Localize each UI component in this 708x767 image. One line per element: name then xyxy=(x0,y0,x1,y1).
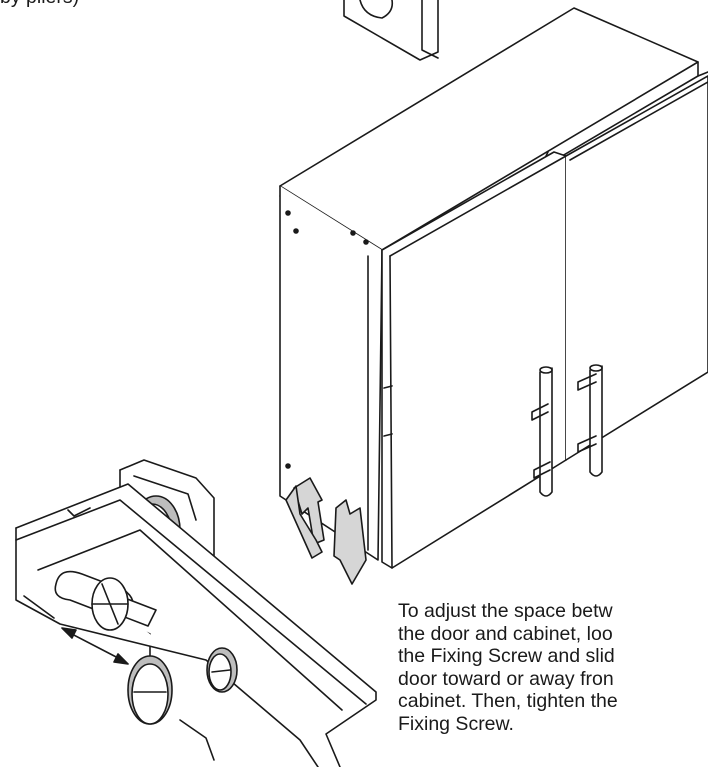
double-arrow xyxy=(67,631,123,661)
adjustment-arrows xyxy=(285,477,367,585)
door-handle-left xyxy=(531,366,553,497)
instruction-line: To adjust the space betw xyxy=(398,600,613,622)
wall-cabinet xyxy=(279,7,708,569)
door-handle-right xyxy=(577,364,603,477)
instruction-line: the door and cabinet, loo xyxy=(398,622,613,645)
right-door xyxy=(565,75,708,461)
hinge-arm xyxy=(15,483,377,767)
cabinet-left-side xyxy=(279,185,383,561)
hinge-detail xyxy=(15,459,377,767)
hinge-cup-detail xyxy=(343,0,439,61)
instruction-line: door toward or away fron xyxy=(398,667,614,690)
adjustment-instructions: To adjust the space betw the door and ca… xyxy=(398,600,618,735)
instruction-line: the Fixing Screw and slid xyxy=(398,645,615,667)
instruction-line: cabinet. Then, tighten the xyxy=(398,690,618,712)
arrow-right-up xyxy=(333,499,367,585)
instruction-line: Fixing Screw. xyxy=(398,712,514,735)
top-caption: by pliers) xyxy=(0,0,79,9)
